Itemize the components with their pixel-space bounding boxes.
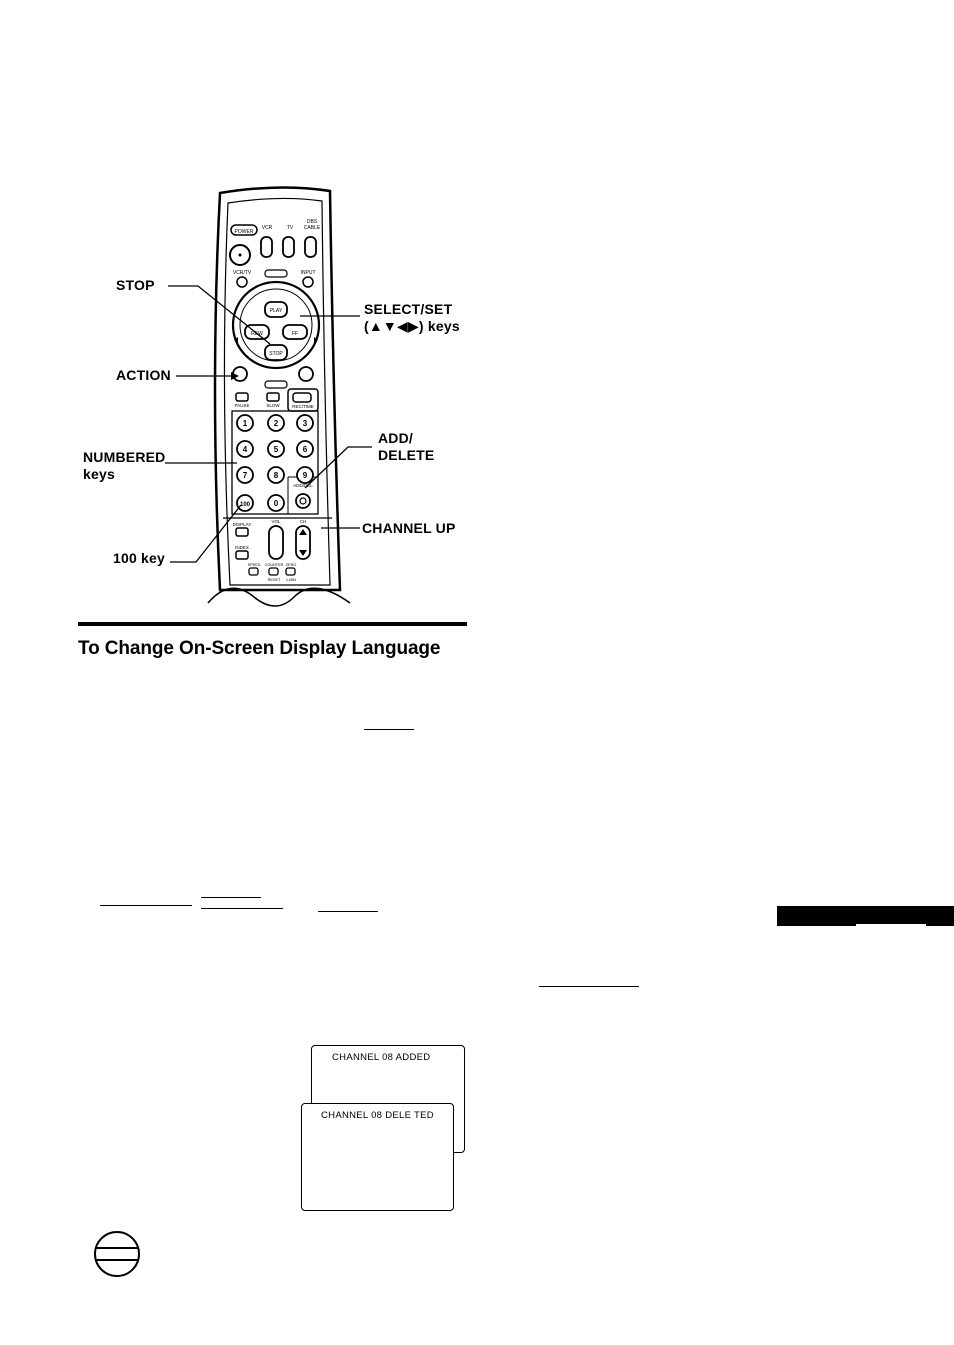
power-label: POWER bbox=[235, 229, 254, 235]
callout-add: ADD/ bbox=[378, 430, 414, 446]
key-2[interactable] bbox=[267, 414, 285, 432]
key-0-label: 0 bbox=[274, 499, 279, 508]
vcr-label: VCR bbox=[262, 225, 273, 231]
screen-added-text: CHANNEL 08 ADDED bbox=[332, 1052, 431, 1063]
display-button[interactable] bbox=[235, 527, 249, 537]
underline-mark bbox=[364, 729, 414, 730]
counter-reset-button[interactable] bbox=[268, 567, 279, 576]
cable-label: CABLE bbox=[304, 225, 321, 231]
key-5-label: 5 bbox=[274, 445, 279, 454]
vcrtv-button[interactable] bbox=[236, 276, 248, 288]
screen-deleted-text: CHANNEL 08 DELE TED bbox=[321, 1110, 434, 1121]
counter-label: COUNTER bbox=[265, 563, 284, 567]
note-icon bbox=[94, 1231, 140, 1277]
slow-label: SLOW bbox=[266, 403, 280, 408]
callout-select-set: SELECT/SET bbox=[364, 301, 453, 317]
select-ring[interactable] bbox=[231, 280, 321, 370]
slow-button[interactable] bbox=[266, 392, 280, 402]
callout-leader-lines bbox=[165, 285, 372, 563]
pause-label: PAUSE bbox=[235, 403, 250, 408]
key-3[interactable] bbox=[296, 414, 314, 432]
screen-channel-deleted: CHANNEL 08 DELE TED bbox=[301, 1103, 454, 1211]
underline-mark bbox=[201, 908, 283, 909]
ch-label: CH bbox=[300, 519, 307, 524]
ff-label: FF bbox=[292, 331, 298, 337]
remote-control-illustration: VCR TV DBS CABLE POWER VCR/TV INPUT PLAY… bbox=[207, 186, 351, 607]
pause-button[interactable] bbox=[235, 392, 249, 402]
callout-numbered-keys: keys bbox=[83, 466, 115, 482]
callout-action: ACTION bbox=[116, 367, 171, 383]
play-label: PLAY bbox=[270, 308, 283, 314]
key-4[interactable] bbox=[236, 440, 254, 458]
adddel-label: ADD/DEL bbox=[293, 483, 313, 488]
underline-mark bbox=[201, 897, 261, 898]
underline-mark bbox=[318, 911, 378, 912]
zero-button[interactable] bbox=[285, 567, 296, 576]
power-button[interactable] bbox=[230, 224, 258, 236]
key-9[interactable] bbox=[296, 466, 314, 484]
callout-select-keys: (▲▼◀▶) keys bbox=[364, 318, 460, 334]
tv-label: TV bbox=[287, 225, 294, 231]
speed-button[interactable] bbox=[248, 567, 259, 576]
key-8-label: 8 bbox=[274, 471, 279, 480]
1min-label: 1-MIN bbox=[286, 578, 297, 582]
callout-delete: DELETE bbox=[378, 447, 435, 463]
key-6[interactable] bbox=[296, 440, 314, 458]
key-7[interactable] bbox=[236, 466, 254, 484]
callout-stop: STOP bbox=[116, 277, 155, 293]
select-left-icon bbox=[234, 337, 238, 343]
section-tab bbox=[777, 906, 954, 926]
cable-button[interactable] bbox=[304, 236, 317, 258]
key-4-label: 4 bbox=[243, 445, 248, 454]
display-label: DISPLAY bbox=[233, 522, 252, 527]
vcr-button[interactable] bbox=[260, 236, 273, 258]
rectime-label: REC/TIME bbox=[292, 404, 314, 409]
reset-label: RESET bbox=[268, 578, 281, 582]
callout-numbered: NUMBERED bbox=[83, 449, 166, 465]
section-rule bbox=[78, 622, 467, 626]
key-2-label: 2 bbox=[274, 419, 279, 428]
channel-down-icon bbox=[299, 550, 307, 556]
underline-mark bbox=[100, 905, 192, 906]
vcrtv-label: VCR/TV bbox=[233, 270, 252, 276]
stop-label: STOP bbox=[269, 351, 283, 357]
ff-button[interactable] bbox=[282, 324, 308, 340]
channel-up-icon bbox=[299, 529, 307, 535]
speed-label: SPEED bbox=[248, 563, 261, 567]
rec-button[interactable] bbox=[292, 392, 312, 403]
play-button[interactable] bbox=[264, 301, 288, 318]
input-button[interactable] bbox=[302, 276, 314, 288]
add-delete-button[interactable] bbox=[295, 493, 311, 509]
key-1[interactable] bbox=[236, 414, 254, 432]
select-up-key[interactable] bbox=[264, 269, 288, 278]
key-6-label: 6 bbox=[303, 445, 308, 454]
index-label: INDEX bbox=[235, 545, 249, 550]
callout-100-key: 100 key bbox=[113, 550, 166, 566]
index-button[interactable] bbox=[235, 550, 249, 560]
key-5[interactable] bbox=[267, 440, 285, 458]
tv-button[interactable] bbox=[282, 236, 295, 258]
select-down-key[interactable] bbox=[264, 380, 288, 389]
underline-mark bbox=[539, 986, 639, 987]
dbs-label: DBS bbox=[307, 219, 318, 225]
input-label: INPUT bbox=[301, 270, 316, 276]
key-9-label: 9 bbox=[303, 471, 308, 480]
vol-label: VOL bbox=[271, 519, 281, 524]
key-1-label: 1 bbox=[243, 419, 248, 428]
stop-button[interactable] bbox=[264, 344, 288, 361]
callout-channel-up: CHANNEL UP bbox=[362, 520, 456, 536]
key-7-label: 7 bbox=[243, 471, 248, 480]
key-100[interactable] bbox=[236, 494, 254, 512]
select-right-icon bbox=[314, 337, 318, 343]
zero-label: ZERO bbox=[286, 563, 297, 567]
section-tab-gap bbox=[856, 924, 926, 926]
volume-rocker[interactable] bbox=[268, 525, 284, 560]
key-100-label: 100 bbox=[240, 502, 251, 508]
key-3-label: 3 bbox=[303, 419, 308, 428]
section-heading: To Change On-Screen Display Language bbox=[78, 638, 441, 659]
key-8[interactable] bbox=[267, 466, 285, 484]
key-0[interactable] bbox=[267, 494, 285, 512]
menu-button[interactable] bbox=[298, 366, 314, 382]
